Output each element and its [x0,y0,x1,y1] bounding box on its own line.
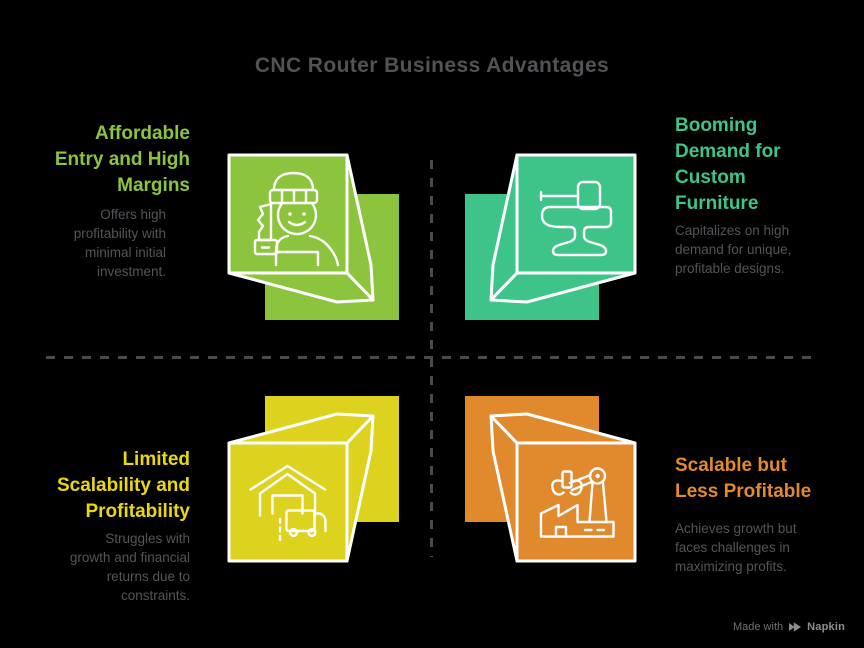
heading-limited-scalability: Limited Scalability and Profitability [56,449,190,522]
heading-affordable-entry: Affordable Entry and High Margins [54,123,190,196]
warehouse-truck-box-icon [227,396,399,563]
factory-crane-glyph [539,467,615,538]
factory-crane-box-icon [465,396,637,563]
desc-affordable-entry: Offers high profitability with minimal i… [73,207,166,279]
desc-limited-scalability: Struggles with growth and financial retu… [69,531,190,603]
anvil-hammer-glyph [539,180,613,257]
vertical-dashed-divider [430,160,433,557]
desc-booming-demand: Capitalizes on high demand for unique, p… [675,223,792,276]
heading-booming-demand: Booming Demand for Custom Furniture [675,115,781,214]
made-with-label: Made with [732,621,784,633]
desc-scalable-less-profitable: Achieves growth but faces challenges in … [675,521,797,574]
page-title: CNC Router Business Advantages [254,54,610,77]
heading-scalable-less-profitable: Scalable but Less Profitable [675,455,812,502]
napkin-brand-label: Napkin [807,621,845,633]
made-with-napkin: Made with Napkin [733,621,845,633]
carpenter-box-icon [227,153,399,320]
napkin-logo-icon [789,622,802,632]
anvil-hammer-box-icon [465,153,637,320]
carpenter-glyph [253,171,340,267]
warehouse-truck-glyph [249,464,327,546]
